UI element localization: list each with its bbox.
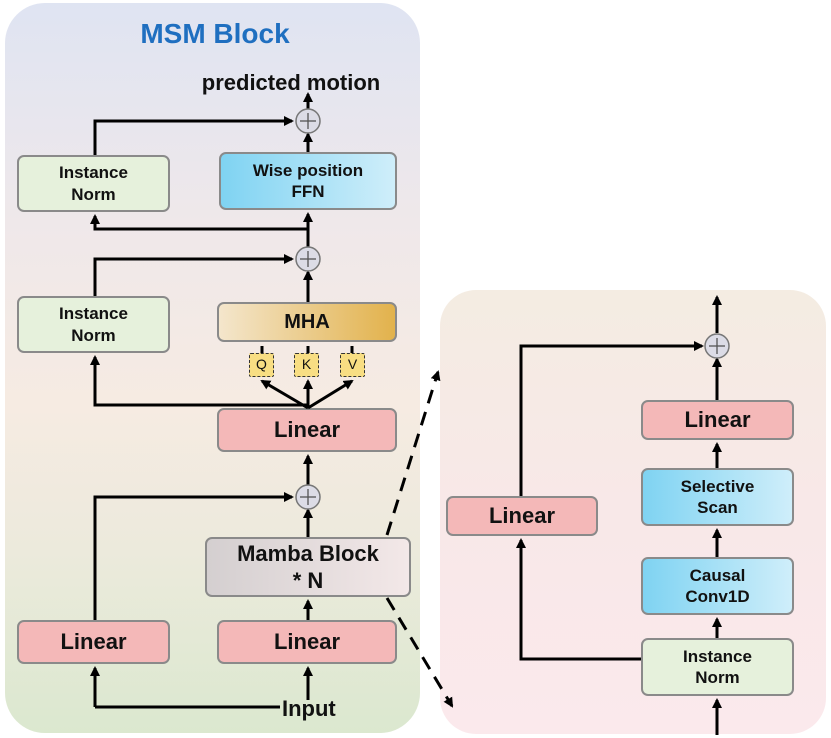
zoom-line-top — [385, 370, 441, 536]
linear-mid-box: Linear — [217, 408, 397, 452]
arrow-norm-to-linear-side — [516, 538, 641, 661]
instance-norm-mid-box: Instance Norm — [17, 296, 170, 353]
arrow-side-to-plus — [519, 341, 704, 496]
mamba-block-box: Mamba Block * N — [205, 537, 411, 597]
arrow-norm-to-plus — [93, 254, 294, 296]
plus-circle-bottom — [295, 484, 321, 510]
input-label: Input — [282, 696, 336, 721]
detail-linear-top-box: Linear — [641, 400, 794, 440]
plus-circle-mid — [295, 246, 321, 272]
linear-left-box: Linear — [17, 620, 170, 664]
arrow-to-v — [307, 379, 354, 410]
detail-linear-side-box: Linear — [446, 496, 598, 536]
instance-norm-top-box: Instance Norm — [17, 155, 170, 212]
arrow-norm-top-to-plus — [93, 116, 294, 155]
q-box: Q — [249, 353, 274, 377]
arrow-plus-to-norm-top — [90, 214, 308, 231]
selective-scan-box: Selective Scan — [641, 468, 794, 526]
wise-position-ffn-box: Wise position FFN — [219, 152, 397, 210]
detail-instance-norm-box: Instance Norm — [641, 638, 794, 696]
zoom-line-bottom — [385, 597, 454, 708]
msm-block-title: MSM Block — [140, 18, 290, 49]
mha-box: MHA — [217, 302, 397, 342]
plus-circle-top — [295, 108, 321, 134]
arrow-linear-left-to-plus — [93, 492, 294, 620]
linear-bottom-box: Linear — [217, 620, 397, 664]
plus-circle-detail — [704, 333, 730, 359]
v-box: V — [340, 353, 365, 377]
causal-conv1d-box: Causal Conv1D — [641, 557, 794, 615]
arrow-to-instance-norm-mid — [90, 355, 308, 407]
k-box: K — [294, 353, 319, 377]
output-label: predicted motion — [201, 70, 381, 95]
